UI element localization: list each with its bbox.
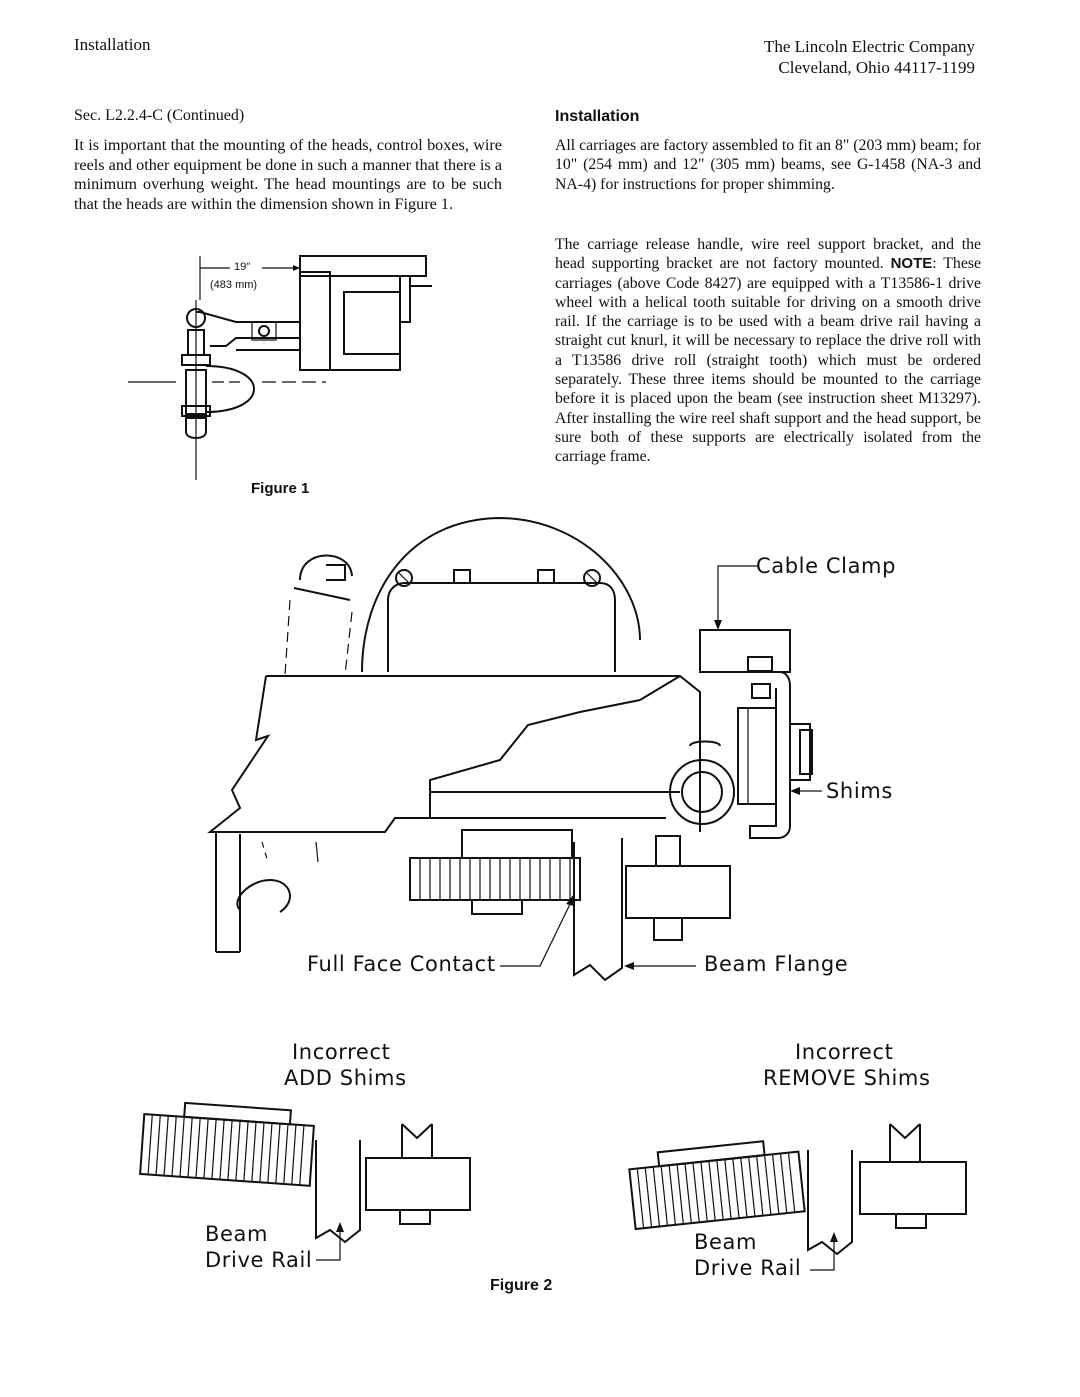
figure-1-caption: Figure 1 xyxy=(251,480,310,497)
incorrect-add-rail-label-2: Drive Rail xyxy=(205,1248,313,1272)
installation-heading: Installation xyxy=(555,108,640,125)
incorrect-remove-action: REMOVE Shims xyxy=(763,1066,931,1090)
beam-flange-label: Beam Flange xyxy=(704,952,849,976)
installation-paragraph-1: All carriages are factory assembled to f… xyxy=(555,137,981,193)
incorrect-add-title: Incorrect xyxy=(292,1040,391,1064)
dimension-mm: (483 mm) xyxy=(210,279,258,291)
company-address: Cleveland, Ohio 44117-1199 xyxy=(778,58,975,77)
mounting-paragraph: It is important that the mounting of the… xyxy=(74,136,502,213)
page-section-header: Installation xyxy=(74,35,151,54)
shims-label: Shims xyxy=(826,779,893,803)
cable-clamp-label: Cable Clamp xyxy=(756,554,897,578)
incorrect-add-action: ADD Shims xyxy=(284,1066,407,1090)
incorrect-remove-title: Incorrect xyxy=(795,1040,894,1064)
company-name: The Lincoln Electric Company xyxy=(763,37,975,56)
incorrect-add-rail-label-1: Beam xyxy=(205,1222,269,1246)
dimension-inches: 19" xyxy=(234,261,251,273)
full-face-contact-label: Full Face Contact xyxy=(307,952,496,976)
incorrect-remove-rail-label-1: Beam xyxy=(694,1230,758,1254)
section-reference: Sec. L2.2.4-C (Continued) xyxy=(74,107,245,124)
paragraph-2-rest: : These carriages (above Code 8427) are … xyxy=(555,255,981,466)
incorrect-remove-rail-label-2: Drive Rail xyxy=(694,1256,802,1280)
installation-paragraph-2: The carriage release handle, wire reel s… xyxy=(555,235,981,467)
note-label: NOTE xyxy=(890,255,933,273)
figure-2-caption: Figure 2 xyxy=(490,1277,553,1294)
paragraph-2-lead: The carriage release handle, wire reel s… xyxy=(555,236,981,273)
